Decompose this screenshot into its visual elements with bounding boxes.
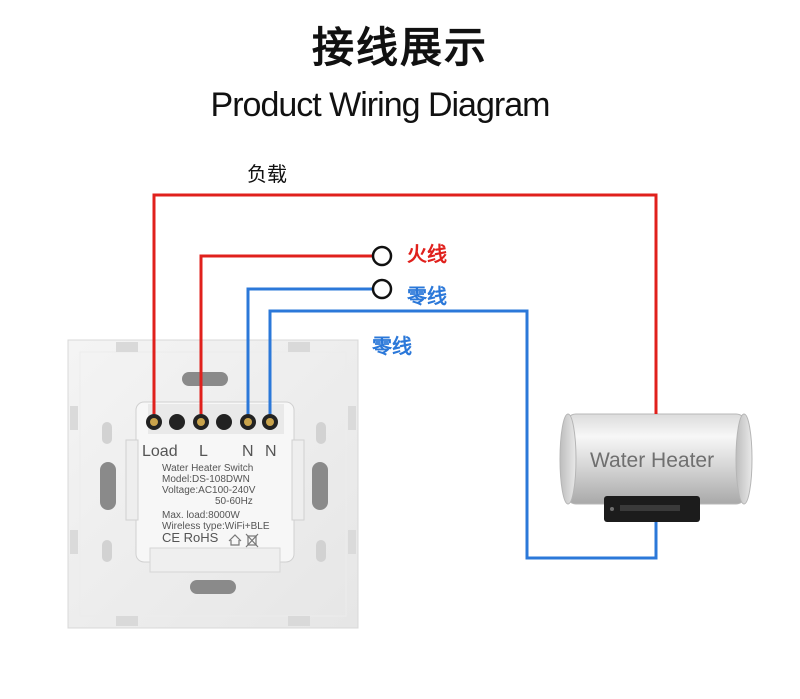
terminal-label-n2: N bbox=[265, 443, 277, 460]
load-wire bbox=[152, 193, 658, 414]
title-english: Product Wiring Diagram bbox=[210, 86, 551, 124]
water-heater-label: Water Heater bbox=[590, 449, 714, 472]
terminal-label-load: Load bbox=[142, 443, 178, 460]
terminal-label-n1: N bbox=[242, 443, 254, 460]
live-terminal-icon bbox=[371, 245, 393, 267]
wires bbox=[152, 193, 658, 560]
home-icon bbox=[228, 534, 242, 546]
load-label: 负载 bbox=[247, 162, 287, 186]
certification-marks: CE RoHS bbox=[162, 530, 219, 545]
model-text: Model:DS-108DWN bbox=[162, 474, 250, 485]
live-wire bbox=[199, 254, 372, 414]
product-name: Water Heater Switch bbox=[162, 463, 253, 474]
neutral-wire-supply bbox=[246, 287, 372, 414]
max-load-text: Max. load:8000W bbox=[162, 510, 240, 521]
frequency-text: 50-60Hz bbox=[215, 496, 253, 507]
voltage-text: Voltage:AC100-240V bbox=[162, 485, 256, 496]
wireless-text: Wireless type:WiFi+BLE bbox=[162, 521, 270, 532]
neutral-wire-label: 零线 bbox=[407, 284, 447, 308]
water-heater: Water Heater bbox=[559, 413, 753, 522]
live-wire-label: 火线 bbox=[407, 242, 447, 266]
neutral-wire-heater bbox=[268, 309, 658, 560]
weee-bin-icon bbox=[245, 533, 259, 548]
title-chinese: 接线展示 bbox=[311, 23, 488, 72]
terminal-label-l: L bbox=[199, 443, 208, 460]
switch-module: Load L N N Water Heater Switch Model:DS-… bbox=[125, 401, 305, 573]
switch-wall-plate bbox=[67, 339, 359, 629]
heater-neutral-label: 零线 bbox=[372, 334, 412, 358]
neutral-terminal-icon bbox=[371, 278, 393, 300]
